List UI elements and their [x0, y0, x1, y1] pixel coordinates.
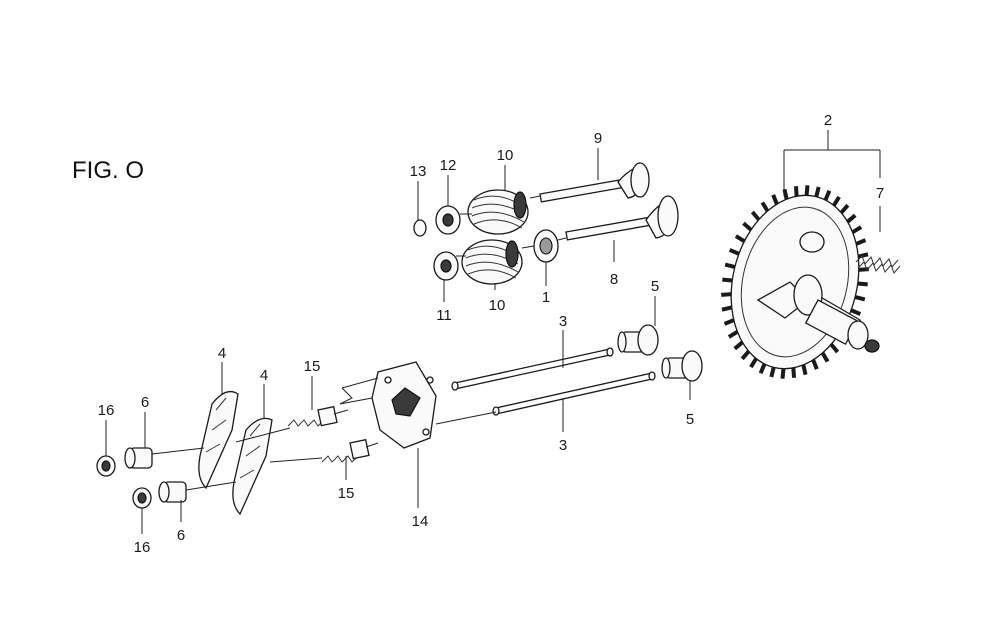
- push-rod-upper: [451, 347, 614, 391]
- callout-15-lower: 15: [338, 485, 355, 502]
- rocker-pivot-lower: [158, 481, 187, 503]
- spring-retainer-1: [533, 229, 559, 263]
- callout-5-upper: 5: [651, 278, 659, 295]
- rocker-arm-upper: [198, 390, 239, 490]
- callout-11: 11: [436, 307, 452, 324]
- callout-10-lower: 10: [489, 297, 506, 314]
- callout-3-upper: 3: [559, 313, 567, 330]
- exhaust-valve: [539, 162, 650, 203]
- callout-7: 7: [876, 185, 884, 202]
- valve-lifter-lower: [661, 350, 703, 382]
- figure-title: FIG. O: [72, 157, 144, 184]
- callout-3-lower: 3: [559, 437, 567, 454]
- callout-16-lower: 16: [134, 539, 151, 556]
- leader-lines: [105, 130, 881, 534]
- callout-6-lower: 6: [177, 527, 185, 544]
- pivot-nut-lower: [132, 487, 152, 509]
- callout-4-lower: 4: [260, 367, 268, 384]
- valve-lifter-upper: [617, 324, 659, 356]
- pivot-bolt-upper: [287, 405, 349, 427]
- callout-14: 14: [412, 513, 429, 530]
- callout-9: 9: [594, 130, 602, 147]
- callout-1: 1: [542, 289, 550, 306]
- callout-13: 13: [410, 163, 427, 180]
- valve-spring-upper: [467, 189, 529, 235]
- valve-cotter: [413, 219, 427, 237]
- push-rod-guide-plate: [371, 361, 437, 449]
- spring-retainer-12: [435, 205, 461, 235]
- callout-5-lower: 5: [686, 411, 694, 428]
- intake-valve: [565, 195, 679, 241]
- callout-2: 2: [824, 112, 832, 129]
- callout-6-upper: 6: [141, 394, 149, 411]
- push-rod-lower: [492, 371, 656, 416]
- callout-16-upper: 16: [98, 402, 115, 419]
- camshaft-gear: [721, 185, 880, 379]
- callout-15-upper: 15: [304, 358, 321, 375]
- rocker-arm-lower: [232, 417, 273, 516]
- callout-4-upper: 4: [218, 345, 226, 362]
- pivot-nut-upper: [96, 455, 116, 477]
- decompressor-spring: [855, 255, 901, 274]
- valve-spring-lower: [461, 239, 523, 285]
- callout-8: 8: [610, 271, 618, 288]
- pivot-bolt-lower: [321, 438, 379, 463]
- callout-10-upper: 10: [497, 147, 514, 164]
- callout-labels: 2 7 9 8 10 10 1 12 11 13 5 5 3 3 14 15 1…: [98, 112, 885, 556]
- callout-12: 12: [440, 157, 457, 174]
- spring-retainer-11: [433, 251, 459, 281]
- rocker-pivot-upper: [124, 447, 153, 469]
